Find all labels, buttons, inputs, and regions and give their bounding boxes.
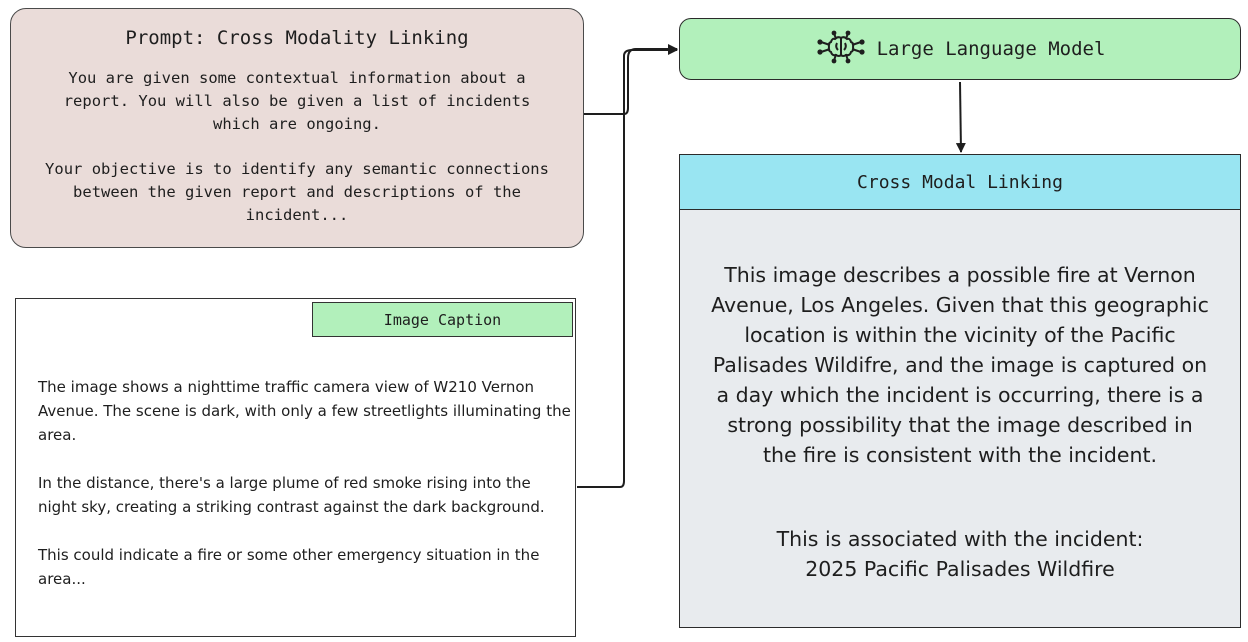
caption-paragraph: In the distance, there's a large plume o… [38,474,545,516]
image-caption-header: Image Caption [312,302,573,337]
prompt-title: Prompt: Cross Modality Linking [125,27,469,49]
brain-network-icon [815,30,867,68]
cross-modal-linking-box: Cross Modal Linking This image describes… [679,154,1241,628]
caption-to-llm-arrow [577,45,678,488]
image-caption-box: Image Caption The image shows a nighttim… [15,298,576,637]
llm-box: Large Language Model [679,18,1241,80]
association-incident: 2025 Pacific Palisades Wildfire [805,557,1115,581]
association-line-1: This is associated with the incident: [776,527,1144,551]
prompt-to-llm-arrow [582,44,678,115]
cross-modal-linking-body: This image describes a possible fire at … [680,210,1240,584]
prompt-box: Prompt: Cross Modality Linking You are g… [10,8,584,248]
caption-paragraph: The image shows a nighttime traffic came… [38,378,571,444]
llm-to-linking-arrow [955,81,966,153]
caption-paragraph: This could indicate a fire or some other… [38,546,540,588]
linking-description: This image describes a possible fire at … [711,263,1209,467]
llm-label: Large Language Model [876,38,1106,60]
prompt-paragraph-1: You are given some contextual informatio… [63,69,531,133]
prompt-paragraph-2: Your objective is to identify any semant… [45,160,549,224]
linking-association: This is associated with the incident: 20… [708,524,1212,584]
image-caption-body: The image shows a nighttime traffic came… [38,375,573,615]
cross-modal-linking-header: Cross Modal Linking [680,155,1240,210]
